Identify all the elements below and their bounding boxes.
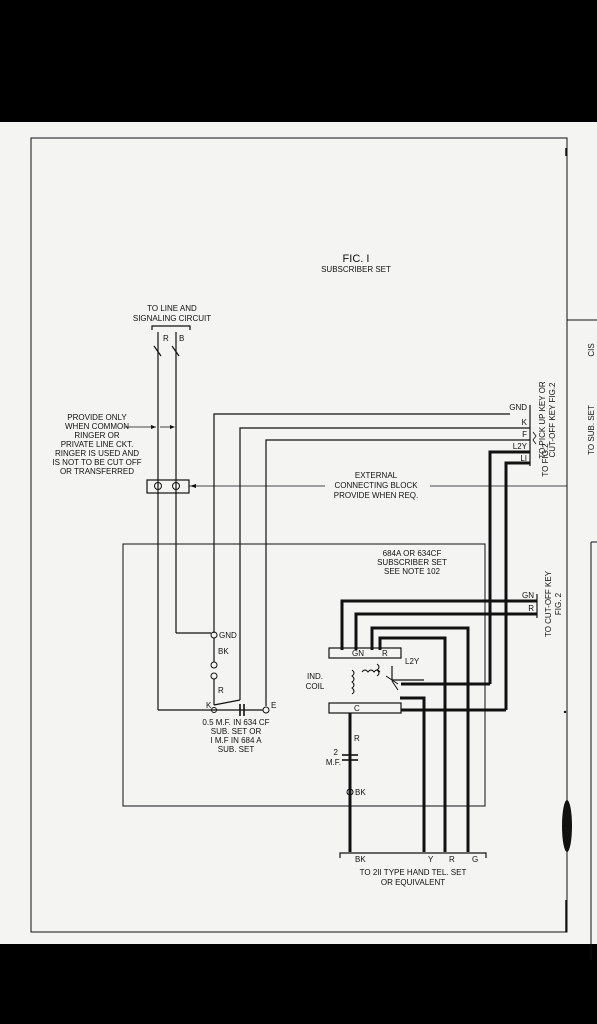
provide-note-3: RINGER OR	[74, 431, 120, 440]
to-cutoff-label-1: TO CUT-OFF KEY	[544, 570, 553, 637]
to-pickup-label-2: CUT-OFF KEY FIG.2	[548, 382, 557, 458]
ringer-e: E	[271, 701, 276, 710]
sheet-border	[30, 137, 568, 933]
scan-black-bottom-band	[0, 944, 597, 1024]
coil-c: C	[354, 704, 360, 713]
handset-r: R	[449, 855, 455, 864]
handset-y: Y	[428, 855, 434, 864]
capacitor-note-2: SUB. SET OR	[211, 727, 262, 736]
lower-mf-value: 2	[334, 748, 339, 757]
handset-note-2: OR EQUIVALENT	[381, 878, 445, 887]
line-r-label: R	[163, 334, 169, 343]
wire-l2y	[488, 450, 530, 640]
capacitor-note-1: 0.5 M.F. IN 634 CF	[202, 718, 269, 727]
right-edge-partial: CIS	[587, 343, 596, 356]
cutoff-r: R	[528, 604, 534, 613]
ext-block-label-2: CONNECTING BLOCK	[334, 481, 418, 490]
terminal-gnd: GND	[509, 403, 527, 412]
line-circuit-label-1: TO LINE AND	[147, 304, 197, 313]
provide-note-2: WHEN COMMON	[65, 422, 129, 431]
ringer-r: R	[218, 686, 224, 695]
to-sub-set-label: TO SUB. SET	[587, 405, 596, 455]
handset-bk: BK	[355, 855, 366, 864]
ringer-bk: BK	[218, 647, 229, 656]
ringer-gnd: GND	[219, 631, 237, 640]
capacitor-note-3: I M.F IN 684 A	[210, 736, 262, 745]
ind-coil-label-1: IND.	[307, 672, 323, 681]
handset-bracket	[339, 852, 487, 858]
scan-blob	[562, 800, 572, 852]
wire-cutoff-gn	[340, 599, 537, 650]
wire-r-hand	[378, 636, 447, 852]
coil-lower-strip	[328, 702, 402, 714]
to-cutoff-label-2: FIG. 2	[554, 592, 563, 615]
coil-gn: GN	[352, 649, 364, 658]
coil-l2y: L2Y	[405, 657, 420, 666]
capacitor-note-4: SUB. SET	[218, 745, 255, 754]
handset-g: G	[472, 855, 478, 864]
set-box-label-3: SEE NOTE 102	[384, 567, 441, 576]
wire-cutoff-r	[354, 612, 537, 650]
ext-block-label-1: EXTERNAL	[355, 471, 398, 480]
handset-note-1: TO 2II TYPE HAND TEL. SET	[360, 868, 467, 877]
terminal-f: F	[522, 430, 527, 439]
terminal-l1: LI	[520, 454, 527, 463]
set-box-label-2: SUBSCRIBER SET	[377, 558, 447, 567]
line-circuit-label-2: SIGNALING CIRCUIT	[133, 314, 211, 323]
provide-note-5: RINGER IS USED AND	[55, 449, 139, 458]
provide-note-4: PRIVATE LINE CKT.	[61, 440, 134, 449]
coil-r: R	[382, 649, 388, 658]
wire-k	[239, 427, 530, 700]
to-fig2-label: TO FIG.2	[541, 443, 550, 477]
figure-title: FIC. I	[343, 253, 370, 265]
lower-bk: BK	[355, 788, 366, 797]
wire-gnd	[213, 413, 510, 633]
drawing-sheet	[0, 122, 597, 944]
cutoff-gn: GN	[522, 591, 534, 600]
ringer-k: K	[206, 701, 212, 710]
wire-l1	[504, 461, 530, 685]
terminal-k: K	[522, 418, 528, 427]
wire-f	[265, 439, 530, 706]
provide-note-7: OR TRANSFERRED	[60, 467, 134, 476]
ext-block-label-3: PROVIDE WHEN REQ.	[334, 491, 418, 500]
line-b-label: B	[179, 334, 184, 343]
connecting-block	[146, 479, 190, 494]
line-bracket	[151, 325, 191, 330]
set-box-label-1: 684A OR 634CF	[383, 549, 442, 558]
lower-mf-unit: M.F.	[326, 758, 341, 767]
figure-subtitle: SUBSCRIBER SET	[321, 265, 391, 274]
provide-note-1: PROVIDE ONLY	[67, 413, 127, 422]
wire-g	[370, 626, 470, 852]
lower-r: R	[354, 734, 360, 743]
coil-upper-strip	[328, 647, 402, 659]
to-pickup-label-1: TO PICK UP KEY OR	[538, 381, 547, 459]
ind-coil-label-2: COIL	[306, 682, 325, 691]
scan-black-top-band	[0, 0, 597, 122]
terminal-l2y: L2Y	[513, 442, 528, 451]
wire-y	[400, 696, 426, 852]
provide-note-6: IS NOT TO BE CUT OFF	[52, 458, 141, 467]
subscriber-set-box	[122, 543, 486, 807]
